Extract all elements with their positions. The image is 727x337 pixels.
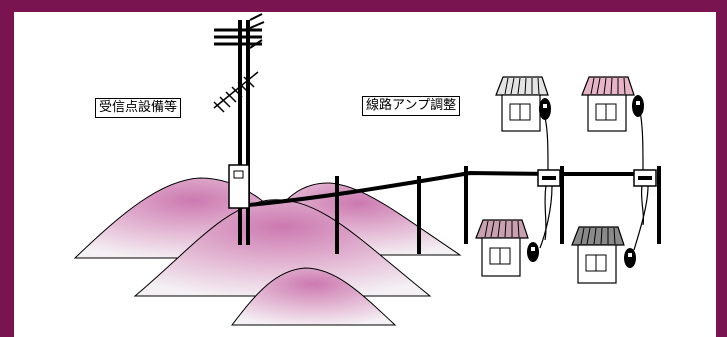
utility-pole-icon bbox=[214, 13, 265, 245]
house-icon bbox=[495, 76, 551, 132]
hills bbox=[73, 177, 462, 326]
utility-poles bbox=[335, 166, 661, 254]
line-amp-adjustment-label: 線路アンプ調整 bbox=[362, 96, 461, 116]
yagi-antenna-icon bbox=[213, 71, 259, 113]
amplifier-icon bbox=[537, 169, 561, 187]
hill-icon bbox=[230, 267, 397, 326]
house-icon bbox=[581, 76, 644, 132]
utility-pole-icon bbox=[657, 166, 661, 244]
house-icon bbox=[571, 226, 636, 284]
utility-pole-icon bbox=[560, 166, 564, 244]
utility-pole-icon bbox=[335, 176, 339, 254]
utility-pole-icon bbox=[417, 176, 421, 254]
reception-equipment-label: 受信点設備等 bbox=[95, 98, 182, 118]
hill-icon bbox=[133, 199, 432, 297]
utility-pole-icon bbox=[464, 166, 468, 244]
house-icon bbox=[475, 219, 539, 277]
amplifier-icon bbox=[633, 169, 657, 187]
